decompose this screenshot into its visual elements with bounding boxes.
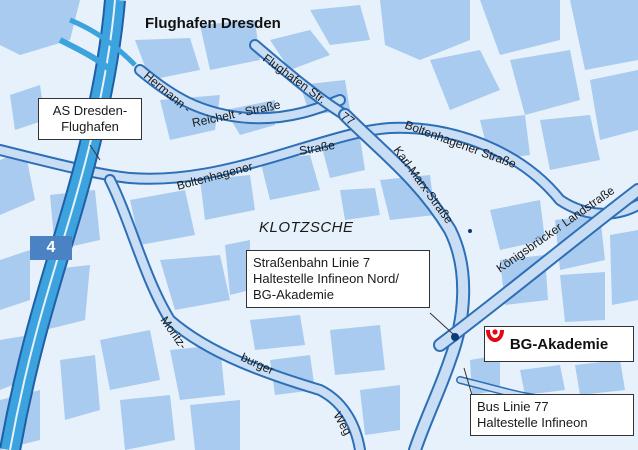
junction-marker bbox=[468, 229, 472, 233]
callout-bus: Bus Linie 77 Haltestelle Infineon bbox=[470, 394, 634, 436]
road-label-strasse: Straße bbox=[298, 138, 336, 158]
callout-bus-line2: Haltestelle Infineon bbox=[477, 415, 588, 430]
callout-tram-line2: Haltestelle Infineon Nord/ bbox=[253, 271, 399, 286]
motorway bbox=[0, 0, 137, 450]
road-network bbox=[0, 39, 638, 450]
tram-callout-pointer bbox=[429, 312, 454, 335]
callout-tram-line1: Straßenbahn Linie 7 bbox=[253, 255, 371, 270]
callout-tram-line3: BG-Akademie bbox=[253, 287, 334, 302]
bus-callout-pointer bbox=[463, 367, 473, 396]
as-callout-pointer bbox=[89, 144, 101, 161]
callout-bus-line1: Bus Linie 77 bbox=[477, 399, 549, 414]
district-label: KLOTZSCHE bbox=[259, 219, 354, 236]
motorway-route-shield: 4 bbox=[30, 236, 72, 260]
callout-as-line1: AS Dresden- bbox=[52, 103, 128, 118]
bg-akademie-logo-text: BG-Akademie bbox=[509, 335, 609, 353]
callout-strassenbahn: Straßenbahn Linie 7 Haltestelle Infineon… bbox=[246, 250, 430, 308]
callout-as-dresden-flughafen: AS Dresden- Flughafen bbox=[38, 98, 142, 140]
map-title: Flughafen Dresden bbox=[145, 15, 281, 32]
bg-akademie-logo-icon bbox=[486, 329, 504, 342]
tram-stop-marker bbox=[451, 333, 459, 341]
bg-akademie-logo: BG-Akademie bbox=[484, 326, 634, 362]
callout-as-line2: Flughafen bbox=[61, 119, 119, 134]
